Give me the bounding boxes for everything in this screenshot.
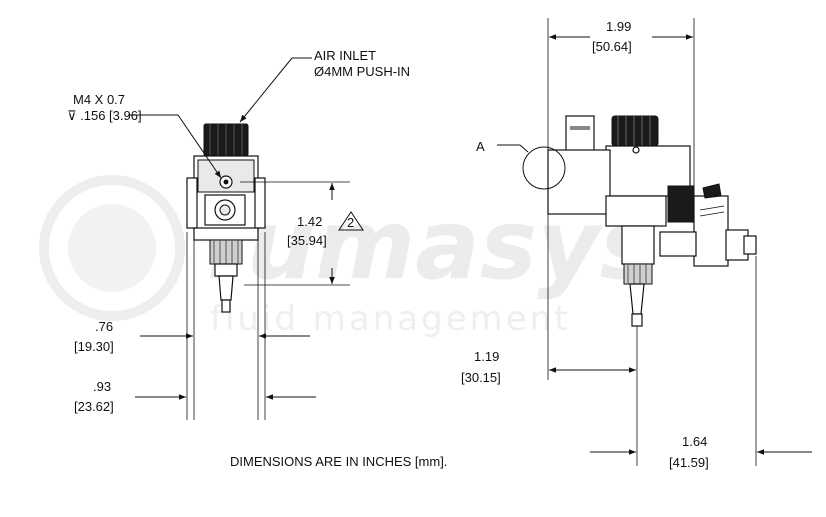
revision-triangle-icon <box>338 211 364 231</box>
mounting-block <box>547 149 611 215</box>
detail-a-label: A <box>476 139 485 154</box>
thread-spec-label: M4 X 0.7 <box>73 92 125 107</box>
right-dim-mm: [41.59] <box>669 455 709 470</box>
left-dim-mm: [30.15] <box>461 370 501 385</box>
width-inner-inch: .76 <box>95 319 113 334</box>
air-inlet-size: Ø4MM PUSH-IN <box>314 64 410 79</box>
elbow-fitting-icon <box>693 195 729 267</box>
width-outer-inch: .93 <box>93 379 111 394</box>
left-dim-inch: 1.19 <box>474 349 499 364</box>
top-dim-inch: 1.99 <box>606 19 631 34</box>
top-knob-icon <box>611 115 659 147</box>
units-note: DIMENSIONS ARE IN INCHES [mm]. <box>230 454 447 469</box>
watermark-tagline: fluid management <box>210 299 571 339</box>
right-view: A 1.99 [50.64] 1.19 [30.15] 1.64 [41.59] <box>461 18 812 470</box>
air-inlet-label: AIR INLET <box>314 48 376 63</box>
watermark-logo-ring <box>39 175 185 321</box>
height-dim-mm: [35.94] <box>287 233 327 248</box>
left-view: AIR INLET Ø4MM PUSH-IN M4 X 0.7 ⊽ .156 [… <box>67 48 410 420</box>
width-outer-mm: [23.62] <box>74 399 114 414</box>
nozzle-tip-icon <box>218 275 234 301</box>
side-fitting-icon <box>565 115 595 153</box>
side-nozzle-icon <box>629 283 645 315</box>
height-dim-inch: 1.42 <box>297 214 322 229</box>
right-dim-inch: 1.64 <box>682 434 707 449</box>
detail-a-circle <box>522 146 566 190</box>
side-knob-icon <box>667 185 695 223</box>
thread-depth-label: ⊽ .156 [3.96] <box>67 108 142 123</box>
width-inner-mm: [19.30] <box>74 339 114 354</box>
revision-note-number: 2 <box>347 215 354 230</box>
watermark-logo-core <box>68 204 156 292</box>
top-dim-mm: [50.64] <box>592 39 632 54</box>
